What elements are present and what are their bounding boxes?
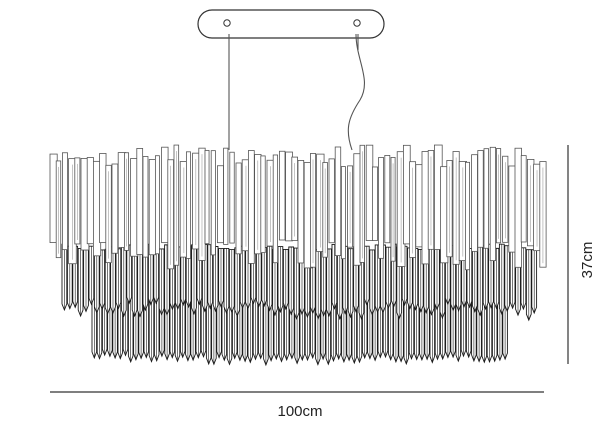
glass-rod <box>235 162 242 255</box>
glass-rod <box>328 158 335 244</box>
ceiling-canopy <box>197 9 385 39</box>
canopy-screw-left <box>223 19 231 27</box>
glass-rod <box>489 146 496 262</box>
glass-rod <box>371 166 378 241</box>
glass-rod <box>229 151 235 244</box>
glass-rod <box>62 152 68 251</box>
glass-rod <box>365 144 374 241</box>
glass-rod <box>340 166 346 260</box>
upper-glass-rods <box>49 144 547 271</box>
canopy-screw-right <box>353 19 361 27</box>
glass-rod <box>520 155 527 243</box>
glass-rod <box>204 149 210 245</box>
glass-rod <box>471 154 478 252</box>
glass-rod <box>86 157 94 245</box>
glass-rod <box>136 148 144 255</box>
glass-rod <box>185 151 191 259</box>
glass-rod <box>154 155 160 255</box>
suspension-wires <box>228 33 365 151</box>
height-dimension-label: 37cm <box>579 242 596 279</box>
glass-rod <box>161 146 169 244</box>
middle-crystal-tier <box>61 243 538 322</box>
glass-rod <box>421 151 430 265</box>
glass-rod <box>334 146 342 256</box>
glass-rod <box>216 165 224 244</box>
glass-rod <box>111 163 119 254</box>
glass-rod <box>142 156 149 258</box>
glass-rod <box>384 155 391 244</box>
glass-rod <box>272 154 279 264</box>
glass-rod <box>223 147 229 245</box>
glass-rod <box>297 160 305 264</box>
glass-rod <box>99 153 107 244</box>
glass-rod <box>514 147 522 268</box>
glass-rod <box>464 161 470 271</box>
glass-rod <box>402 144 411 245</box>
glass-rod <box>278 150 286 241</box>
glass-rod <box>378 157 384 259</box>
canopy-plate <box>197 9 385 39</box>
width-dimension-label: 100cm <box>277 403 322 420</box>
power-cable <box>347 33 365 151</box>
glass-rod <box>260 155 266 253</box>
glass-rod <box>483 148 489 249</box>
glass-rod <box>353 153 361 266</box>
glass-rod <box>477 150 484 248</box>
glass-rod <box>210 150 216 256</box>
glass-rod <box>247 150 255 264</box>
glass-rod <box>148 159 156 256</box>
